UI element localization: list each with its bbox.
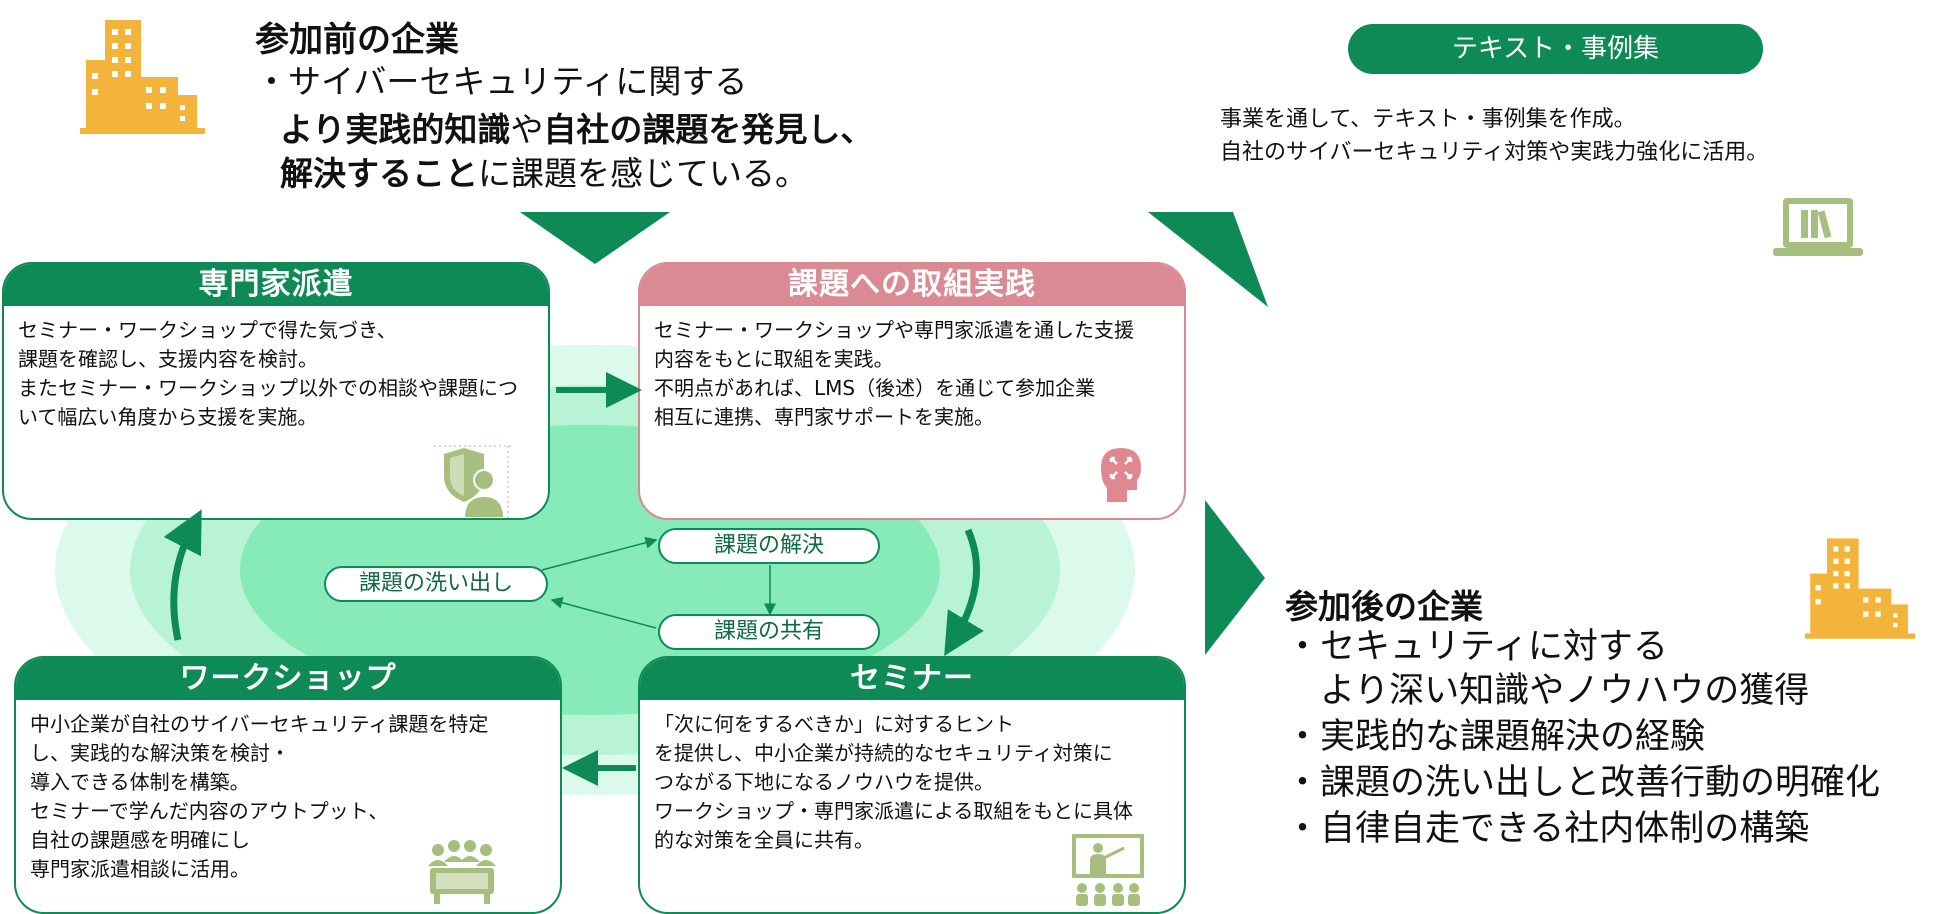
pill-extract-issues: 課題の洗い出し [324,566,548,602]
arrow-down-triangle [520,212,670,264]
after-item: ・セキュリティに対する [1285,627,1668,667]
building-icon [80,20,205,134]
before-title: 参加前の企業 [255,20,459,60]
card-expert-title: 専門家派遣 [4,264,548,306]
card-workshop-title: ワークショップ [16,658,560,700]
pill-solve-issues: 課題の解決 [658,528,880,564]
after-item: ・課題の洗い出しと改善行動の明確化 [1285,763,1881,803]
after-item: ・自律自走できる社内体制の構築 [1285,809,1810,849]
card-workshop: ワークショップ 中小企業が自社のサイバーセキュリティ課題を特定 し、実践的な解決… [14,656,562,914]
after-item: より深い知識やノウハウの獲得 [1285,671,1810,711]
after-title: 参加後の企業 [1285,587,1483,626]
presenter-icon [1072,834,1144,906]
before-line-1: ・サイバーセキュリティに関する [255,62,748,101]
card-practice: 課題への取組実践 セミナー・ワークショップや専門家派遣を通した支援 内容をもとに… [638,262,1186,520]
card-practice-title: 課題への取組実践 [640,264,1184,306]
before-bold-discover: 自社の課題を発見し、 [543,110,874,149]
before-line-3: 解決することに課題を感じている。 [280,152,808,196]
building-icon [1805,538,1915,639]
head-arrows-icon [1101,448,1141,502]
arrow-to-after [1205,500,1265,655]
before-line-3-rest: に課題を感じている。 [478,154,808,193]
shield-person-icon [434,445,514,518]
card-seminar: セミナー 「次に何をするべきか」に対するヒント を提供し、中小企業が持続的なセキ… [638,656,1186,914]
before-bold-solve: 解決すること [280,154,478,193]
after-item: ・実践的な課題解決の経験 [1285,717,1706,757]
before-bold-knowledge: より実践的知識 [280,110,511,149]
before-line-2: より実践的知識や自社の課題を発見し、 [280,108,873,152]
card-seminar-body: 「次に何をするべきか」に対するヒント を提供し、中小企業が持続的なセキュリティ対… [654,712,1133,852]
textbook-desc-1: 事業を通して、テキスト・事例集を作成。 [1220,107,1636,132]
card-seminar-title: セミナー [640,658,1184,700]
pill-share-issues: 課題の共有 [658,614,880,650]
card-practice-body: セミナー・ワークショップや専門家派遣を通した支援 内容をもとに取組を実践。 不明… [654,318,1134,429]
arrow-to-textbook [1148,212,1268,307]
card-workshop-body: 中小企業が自社のサイバーセキュリティ課題を特定 し、実践的な解決策を検討・ 導入… [30,712,489,881]
before-connector: や [510,110,544,149]
card-expert-dispatch: 専門家派遣 セミナー・ワークショップで得た気づき、 課題を確認し、支援内容を検討… [2,262,550,520]
meeting-table-icon [428,840,496,904]
textbook-badge: テキスト・事例集 [1348,24,1763,74]
card-expert-body: セミナー・ワークショップで得た気づき、 課題を確認し、支援内容を検討。 またセミ… [18,318,518,429]
laptop-books-icon [1773,198,1863,256]
textbook-desc-2: 自社のサイバーセキュリティ対策や実践力強化に活用。 [1220,140,1769,165]
